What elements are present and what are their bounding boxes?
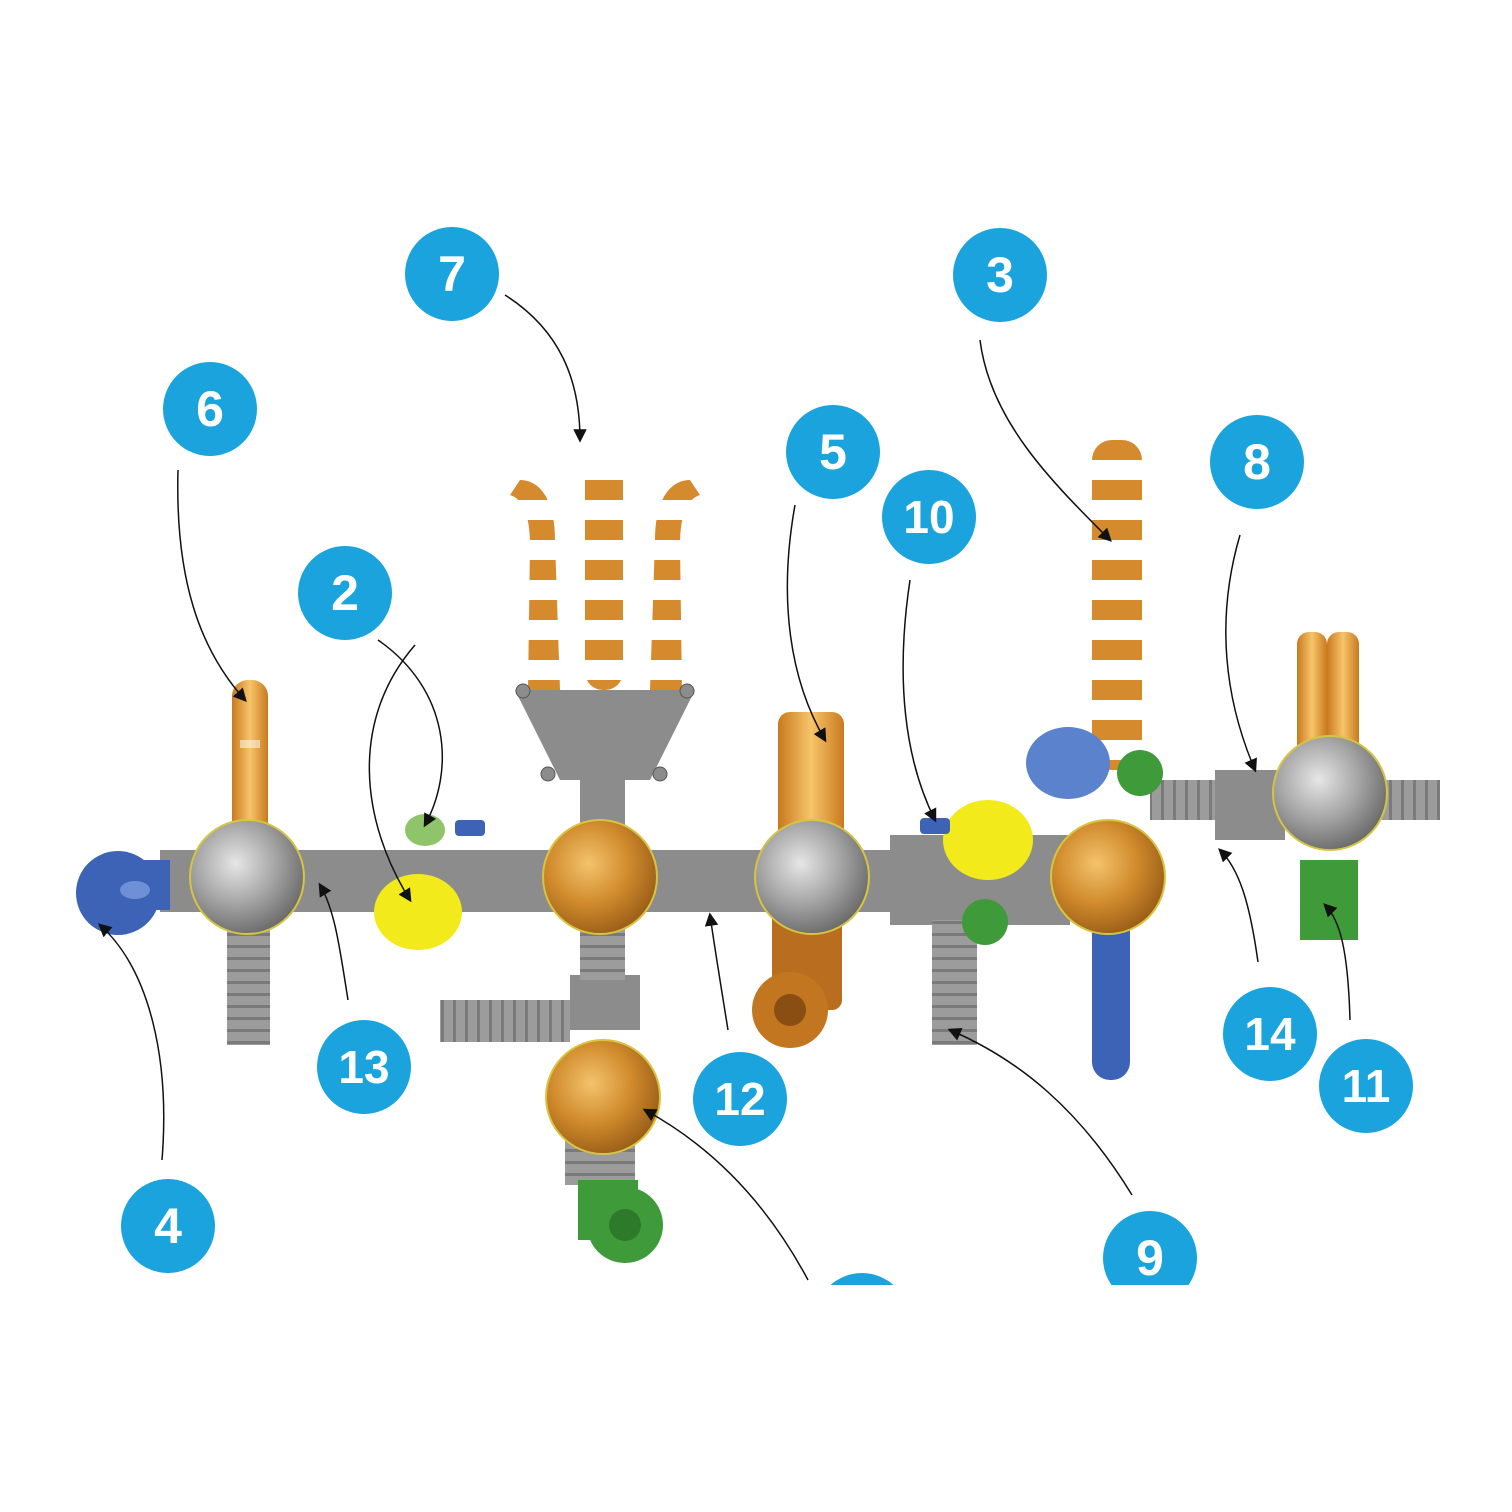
callout-3: 3 <box>953 228 1047 322</box>
callout-10: 10 <box>882 470 976 564</box>
leader-line-2a <box>377 639 444 828</box>
callout-14: 14 <box>1223 987 1317 1081</box>
leader-line-5 <box>786 504 827 743</box>
green-tube-slide <box>578 1180 663 1263</box>
blue-tunnel-slide <box>76 851 170 935</box>
leader-line-8 <box>1225 534 1257 773</box>
callout-11: 11 <box>1319 1039 1413 1133</box>
tall-striped-slide <box>1092 440 1142 770</box>
callout-label: 12 <box>714 1073 765 1125</box>
callout-2: 2 <box>298 546 392 640</box>
leader-line-3 <box>979 339 1112 542</box>
leader-line-2b <box>368 644 416 903</box>
leader-line-14 <box>1218 848 1259 963</box>
callout-4: 4 <box>121 1179 215 1273</box>
callout-12: 12 <box>693 1052 787 1146</box>
callout-label: 14 <box>1244 1008 1296 1060</box>
play-structure <box>76 440 1440 1263</box>
leader-line-10 <box>902 579 937 823</box>
orange-slide-left <box>232 680 268 860</box>
callout-label: 13 <box>338 1041 389 1093</box>
leader-line-1 <box>642 1108 809 1281</box>
leader-line-11 <box>1323 903 1351 1021</box>
callout-label: 6 <box>196 381 224 437</box>
blue-pole <box>1092 900 1130 1080</box>
callout-13: 13 <box>317 1020 411 1114</box>
callout-label: 7 <box>438 246 466 302</box>
leader-line-7 <box>504 294 587 443</box>
callout-label: 10 <box>903 491 954 543</box>
callout-label: 2 <box>331 565 359 621</box>
panels <box>374 727 1163 950</box>
callout-9: 9 <box>1103 1211 1197 1286</box>
leader-line-4 <box>97 923 165 1161</box>
callout-5: 5 <box>786 405 880 499</box>
callout-7: 7 <box>405 227 499 321</box>
callout-1-clipped <box>830 1273 894 1285</box>
triple-striped-slide <box>510 460 700 782</box>
callout-6: 6 <box>163 362 257 456</box>
callout-label: 11 <box>1342 1060 1391 1112</box>
callout-label: 5 <box>819 424 847 480</box>
callouts: 6 7 3 5 10 8 2 13 <box>121 227 1413 1286</box>
leader-lines <box>97 294 1351 1281</box>
leader-line-9 <box>947 1028 1133 1196</box>
callout-label: 3 <box>986 247 1014 303</box>
roof-domes <box>189 735 1388 1155</box>
leader-line-6 <box>177 469 247 703</box>
leader-line-12 <box>704 912 729 1031</box>
callout-label: 4 <box>154 1198 182 1254</box>
callout-label: 8 <box>1243 434 1271 490</box>
leader-line-13 <box>318 882 349 1001</box>
callout-label: 9 <box>1136 1230 1164 1286</box>
callout-8: 8 <box>1210 415 1304 509</box>
